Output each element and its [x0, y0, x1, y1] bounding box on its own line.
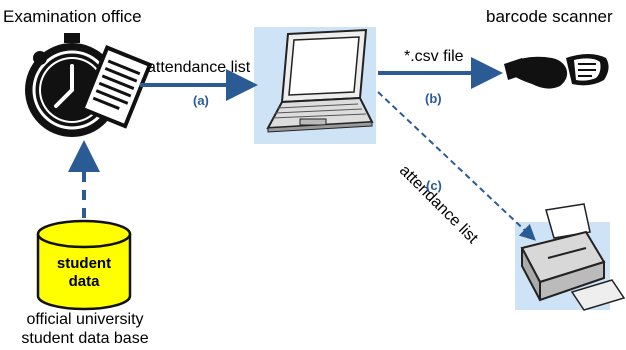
barcode-scanner-icon: [504, 54, 609, 89]
exam-office-label: Examination office: [3, 7, 142, 26]
database-caption-line1: official university: [26, 311, 144, 328]
cylinder-label-line1: student: [56, 255, 112, 272]
edge-c-step: (c): [426, 178, 442, 193]
stopwatch-document-icon: [25, 33, 153, 137]
database-caption-line2: student data base: [21, 330, 149, 347]
edge-a-label: attendance list: [147, 59, 251, 76]
edge-b-label: *.csv file: [404, 48, 464, 65]
barcode-scanner-label: barcode scanner: [486, 7, 613, 26]
edge-b-step: (b): [425, 91, 442, 106]
database-cylinder-icon: [36, 219, 132, 311]
edge-a-step: (a): [193, 93, 209, 108]
arrow-laptop-to-printer: [377, 91, 536, 241]
cylinder-label-line2: data: [68, 273, 100, 290]
printer-icon: [515, 203, 626, 311]
laptop-icon: [254, 27, 376, 144]
